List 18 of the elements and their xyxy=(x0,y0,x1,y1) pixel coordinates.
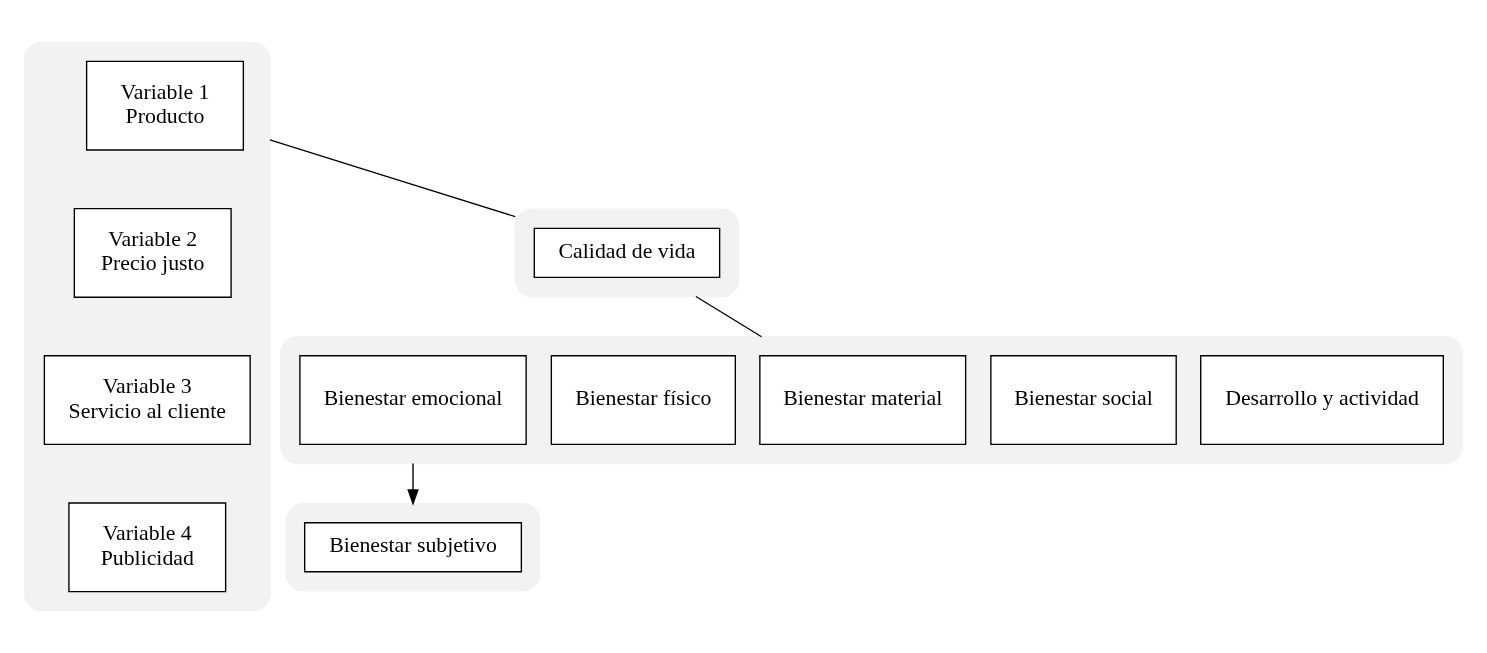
connector xyxy=(269,139,516,218)
node-box: Bienestar físico xyxy=(550,355,736,446)
node-box: Variable 2 Precio justo xyxy=(73,207,232,298)
cluster xyxy=(23,41,271,612)
node-box: Calidad de vida xyxy=(533,227,721,279)
arrow xyxy=(407,462,419,506)
cluster xyxy=(285,503,541,592)
node-box: Variable 3 Servicio al cliente xyxy=(43,355,251,446)
node-box: Desarrollo y actividad xyxy=(1200,355,1444,446)
node-box: Bienestar material xyxy=(759,355,967,446)
node-box: Variable 4 Publicidad xyxy=(68,502,227,593)
node-box: Variable 1 Producto xyxy=(85,60,245,151)
cluster xyxy=(280,336,1464,465)
node-box: Bienestar subjetivo xyxy=(304,522,523,573)
node-box: Bienestar emocional xyxy=(299,355,527,446)
node-box: Bienestar social xyxy=(990,355,1177,446)
connector xyxy=(695,295,763,338)
cluster xyxy=(514,208,740,298)
